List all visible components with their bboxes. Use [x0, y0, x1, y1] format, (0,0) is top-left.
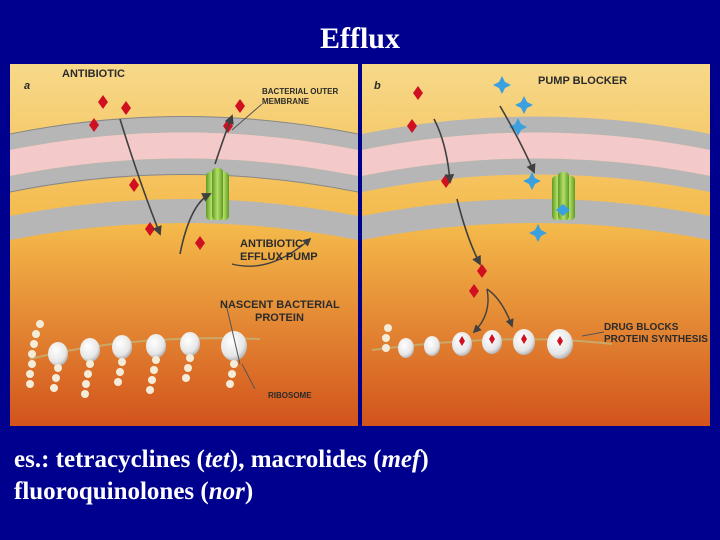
- efflux-diagram: a ANTIBIOTIC BACTERIAL OUTER MEMBRANE AN…: [10, 64, 710, 426]
- gene-tet: tet: [205, 446, 230, 473]
- caption-text: es.: tetracyclines (: [14, 446, 205, 473]
- label-pump-line2: EFFLUX PUMP: [240, 251, 318, 263]
- panel-b-letter: b: [374, 80, 381, 92]
- panel-a-letter: a: [24, 80, 30, 92]
- label-ribosome: RIBOSOME: [268, 391, 312, 400]
- gene-nor: nor: [209, 478, 245, 505]
- label-antibiotic: ANTIBIOTIC: [62, 68, 125, 80]
- label-drug-blocks-line1: DRUG BLOCKS: [604, 322, 679, 333]
- caption-text: ): [245, 478, 253, 505]
- label-outer-membrane-line2: MEMBRANE: [262, 97, 310, 106]
- slide-caption: es.: tetracyclines (tet), macrolides (me…: [14, 444, 714, 508]
- caption-text: ), macrolides (: [230, 446, 382, 473]
- label-nascent-line1: NASCENT BACTERIAL: [220, 299, 340, 311]
- blocked-efflux-pump: [552, 172, 575, 220]
- label-pump-blocker: PUMP BLOCKER: [538, 75, 627, 87]
- caption-line-1: es.: tetracyclines (tet), macrolides (me…: [14, 444, 714, 476]
- caption-text: fluoroquinolones (: [14, 478, 209, 505]
- caption-line-2: fluoroquinolones (nor): [14, 476, 714, 508]
- slide-title: Efflux: [0, 22, 720, 56]
- label-pump-line1: ANTIBIOTIC: [240, 238, 303, 250]
- label-nascent-line2: PROTEIN: [255, 312, 304, 324]
- panel-b: b PUMP BLOCKER DRUG BLOCKS PROTEIN SYNTH…: [362, 64, 710, 426]
- caption-text: ): [420, 446, 428, 473]
- panel-a: a ANTIBIOTIC BACTERIAL OUTER MEMBRANE AN…: [10, 64, 358, 426]
- label-drug-blocks-line2: PROTEIN SYNTHESIS: [604, 334, 708, 345]
- gene-mef: mef: [381, 446, 420, 473]
- label-outer-membrane-line1: BACTERIAL OUTER: [262, 87, 339, 96]
